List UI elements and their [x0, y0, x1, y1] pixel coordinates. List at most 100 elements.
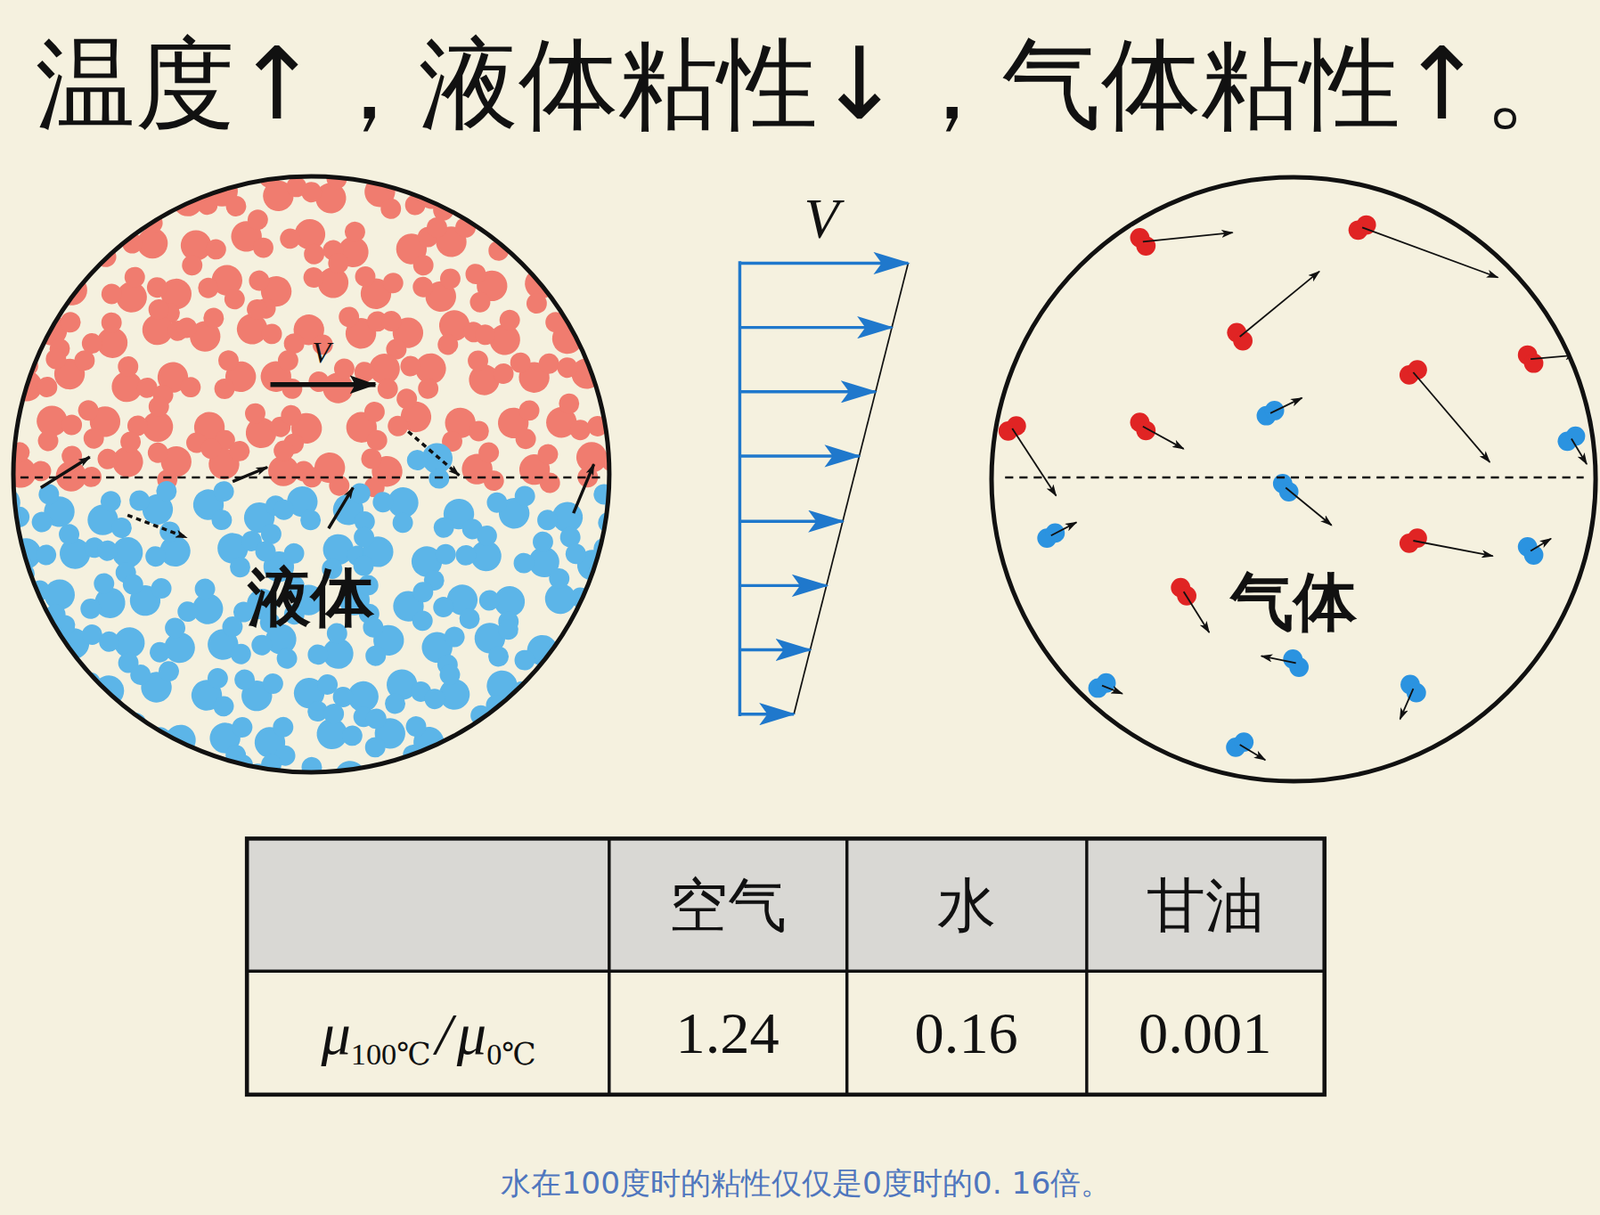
- molecule-atom: [126, 487, 153, 514]
- liquid-molecule: [403, 173, 459, 222]
- caption: 水在100度时的粘性仅仅是0度时的0. 16倍。: [500, 1167, 1111, 1199]
- molecule-atom: [261, 672, 285, 696]
- molecule-atom: [241, 400, 270, 428]
- data-table: [246, 838, 1325, 1094]
- molecule-atom: [178, 251, 207, 280]
- molecule-atom: [114, 351, 143, 381]
- velocity-arrow: [1400, 688, 1414, 719]
- molecule-atom: [297, 178, 326, 206]
- molecule-atom: [324, 249, 352, 278]
- molecule-atom: [212, 480, 235, 502]
- table-header: 空气: [669, 875, 787, 935]
- molecule-atom: [509, 548, 539, 578]
- velocity-profile: [739, 648, 810, 652]
- liquid-molecule: [592, 479, 640, 534]
- molecule-atom: [464, 346, 492, 375]
- liquid-molecule: [457, 440, 507, 497]
- molecule-atom: [553, 353, 581, 382]
- subscript: 0℃: [486, 1036, 537, 1071]
- liquid-molecule: [348, 264, 406, 315]
- liquid-molecule: [563, 431, 627, 492]
- molecule-atom: [545, 563, 574, 593]
- molecule-atom: [303, 640, 333, 670]
- molecule-atom: [157, 660, 181, 684]
- molecule-atom: [342, 133, 383, 173]
- molecule-arrows: [40, 457, 90, 488]
- data-table: [1085, 838, 1088, 1094]
- molecule-atom: [279, 404, 303, 427]
- subscript: 100℃: [351, 1036, 432, 1071]
- velocity-arrow: [1240, 744, 1266, 760]
- molecule-atom: [299, 263, 327, 292]
- table-value: 1.24: [676, 1004, 780, 1063]
- molecule-atom: [432, 516, 455, 539]
- molecule-atom: [120, 262, 149, 292]
- liquid-molecule: [275, 752, 339, 816]
- liquid-molecule: [141, 517, 201, 580]
- molecule-atom: [57, 441, 86, 471]
- velocity-arrow: [1530, 538, 1552, 552]
- molecule-atom: [381, 690, 409, 718]
- molecule-atom: [153, 478, 180, 505]
- velocity-arrow: [1012, 428, 1056, 497]
- molecule-atom: [276, 349, 300, 373]
- liquid-molecule: [416, 620, 467, 678]
- molecule-atom: [145, 440, 172, 466]
- liquid-molecule: [257, 349, 304, 404]
- liquid-molecule: [402, 431, 466, 494]
- molecule-atom: [329, 755, 372, 798]
- table-header: 水: [937, 875, 996, 935]
- molecule-arrows: [127, 514, 187, 538]
- molecule-atom: [538, 472, 561, 494]
- gas-atom: [1407, 528, 1428, 548]
- molecule-atom: [220, 613, 246, 640]
- molecule-atom: [476, 440, 501, 466]
- molecule-atom: [484, 489, 509, 515]
- molecule-atom: [380, 270, 405, 295]
- molecule-atom: [538, 352, 560, 375]
- liquid-molecule: [392, 581, 434, 632]
- liquid-molecule: [238, 130, 281, 181]
- molecule-atom: [280, 376, 304, 400]
- molecule-atom: [359, 447, 383, 470]
- molecule-atom: [330, 355, 359, 384]
- phase-label: 气体: [1230, 570, 1357, 634]
- liquid-molecule: [329, 481, 377, 537]
- molecule-atom: [512, 483, 537, 508]
- molecule-atom: [355, 767, 384, 796]
- slash: /: [431, 1001, 458, 1067]
- liquid-molecule: [540, 310, 596, 359]
- liquid-molecule: [270, 478, 331, 533]
- molecule-atom: [212, 377, 237, 401]
- molecule-atom: [352, 264, 377, 289]
- molecule-atom: [507, 677, 536, 706]
- molecule-atom: [485, 643, 512, 670]
- molecule-atom: [121, 572, 145, 596]
- molecule-atom: [220, 285, 248, 313]
- velocity-arrow: [1571, 438, 1587, 465]
- phase-label: 液体: [247, 565, 375, 629]
- molecule-atom: [319, 699, 349, 728]
- molecule-atom: [420, 685, 449, 714]
- molecule-atom: [211, 508, 233, 531]
- molecule-arrows: [232, 467, 268, 482]
- molecule-atom: [233, 668, 257, 692]
- velocity-profile: [793, 262, 908, 714]
- molecule-atom: [414, 374, 443, 403]
- molecule-atom: [97, 279, 126, 309]
- molecule-atom: [201, 235, 230, 264]
- molecule-arrows: [328, 487, 353, 529]
- molecule-atom: [76, 398, 101, 423]
- molecule-atom: [353, 526, 375, 547]
- liquid-molecule: [538, 390, 595, 451]
- molecule-atom: [141, 542, 170, 571]
- data-table: [246, 970, 1325, 973]
- molecule-atom: [340, 217, 369, 246]
- liquid-molecule: [379, 306, 428, 362]
- table-value: 0.001: [1138, 1004, 1272, 1063]
- molecule-atom: [426, 217, 448, 238]
- gas-atom: [1135, 420, 1156, 441]
- molecule-atom: [81, 215, 125, 259]
- molecule-atom: [365, 708, 387, 730]
